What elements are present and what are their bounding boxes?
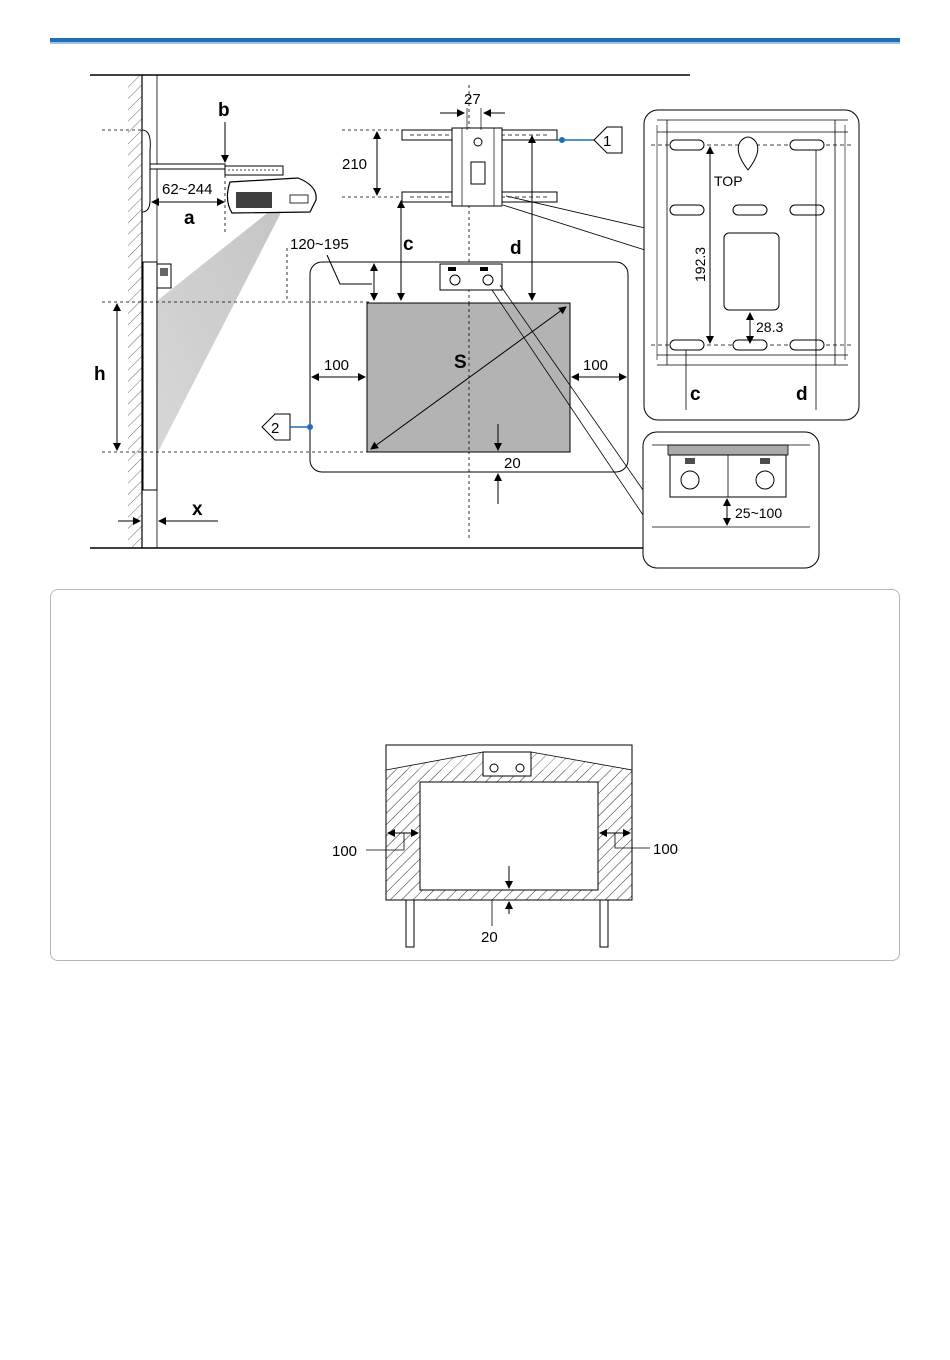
callout-1-number: 1 [603, 133, 611, 150]
wall-hatch [128, 75, 142, 548]
detail-d-label: d [796, 384, 808, 405]
label-gap-range: 120~195 [290, 236, 349, 253]
label-c: c [403, 234, 414, 255]
detail-c-label: c [690, 384, 701, 405]
callout-1: 1 [557, 127, 622, 153]
projection-beam [158, 195, 290, 452]
detail-top-label: TOP [714, 173, 743, 189]
label-margin-bottom: 20 [504, 455, 521, 472]
label-margin-right: 100 [583, 357, 608, 374]
projector-lens [290, 195, 308, 203]
label-s: S [454, 352, 467, 373]
detail-sensor-gap: 25~100 [643, 432, 819, 568]
arm-slider [225, 166, 283, 175]
wall-plate-side [142, 130, 150, 212]
label-b: b [218, 100, 230, 121]
label-margin-left: 100 [324, 357, 349, 374]
note-box [50, 589, 900, 961]
label-h: h [94, 364, 106, 385]
label-27: 27 [464, 91, 481, 108]
detail-192-label: 192.3 [692, 247, 708, 282]
label-210: 210 [342, 156, 367, 173]
detail-wall-plate: TOP 192.3 28.3 c d [644, 110, 859, 420]
label-x: x [192, 499, 203, 520]
label-d: d [510, 238, 522, 259]
callout-2: 2 [262, 414, 313, 440]
label-a-range: 62~244 [162, 181, 212, 198]
detail-range-label: 25~100 [735, 505, 782, 521]
detail-28-label: 28.3 [756, 319, 783, 335]
label-a: a [184, 208, 195, 229]
projector-vent [236, 192, 272, 208]
wall-plate-front [402, 128, 557, 206]
callout-2-number: 2 [271, 420, 279, 437]
board-side [143, 262, 157, 490]
arm-tube [150, 164, 225, 169]
